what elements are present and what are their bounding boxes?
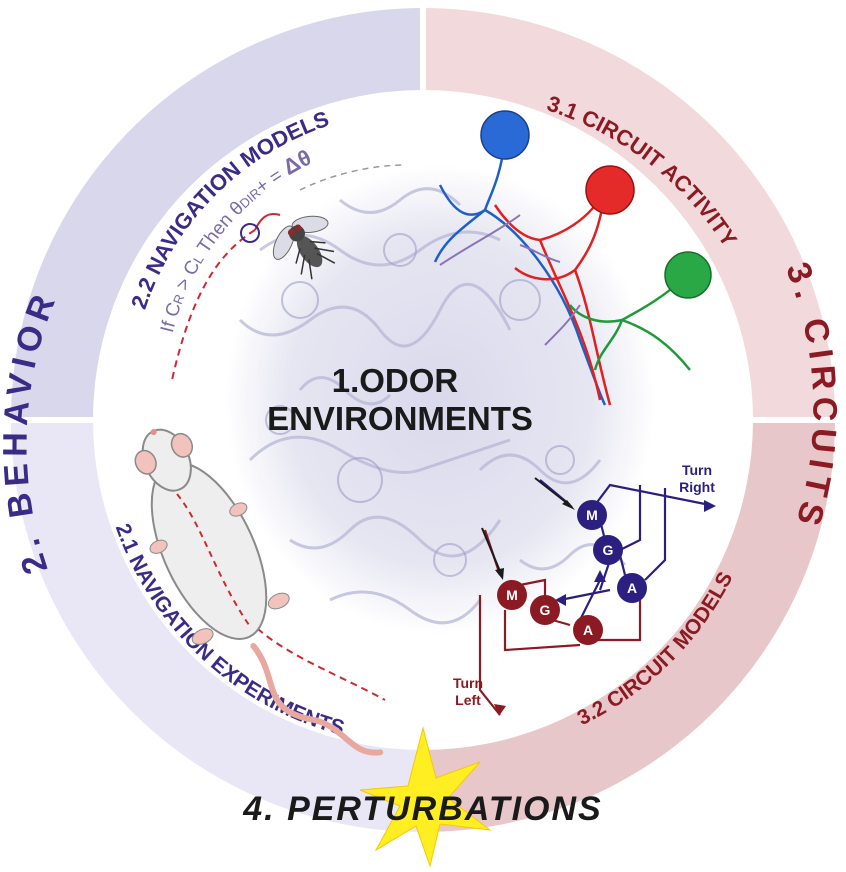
- turn-left-label-1: Turn: [453, 675, 483, 691]
- left-node-g: G: [540, 602, 551, 618]
- perturbations-label: 4. PERTURBATIONS: [242, 790, 602, 828]
- right-node-m: M: [586, 507, 598, 523]
- fly-trajectory: [171, 164, 406, 381]
- fly-icon: [272, 215, 336, 280]
- turn-right-label-2: Right: [679, 479, 715, 495]
- center-title-line2: ENVIRONMENTS: [267, 400, 533, 437]
- odor-plume: [225, 165, 655, 635]
- input-arrow-right: [534, 477, 573, 508]
- right-circuit-nodes: M G A: [577, 500, 647, 603]
- left-node-m: M: [506, 587, 518, 603]
- mouse-icon: [134, 428, 384, 756]
- right-node-a: A: [627, 580, 637, 596]
- turn-right-label-1: Turn: [682, 462, 712, 478]
- left-circuit-nodes: M G A: [497, 580, 603, 645]
- perturbation-star-icon: [359, 726, 492, 868]
- center-title-line1: 1.ODOR: [332, 362, 459, 399]
- right-node-g: G: [603, 542, 614, 558]
- input-arrow-left: [481, 527, 503, 577]
- red-neuron: [585, 165, 635, 215]
- blue-neuron: [480, 110, 530, 160]
- green-neuron: [664, 251, 712, 299]
- circuit-activity-neurons: [433, 139, 691, 406]
- left-node-a: A: [583, 622, 593, 638]
- turn-left-label-2: Left: [455, 692, 481, 708]
